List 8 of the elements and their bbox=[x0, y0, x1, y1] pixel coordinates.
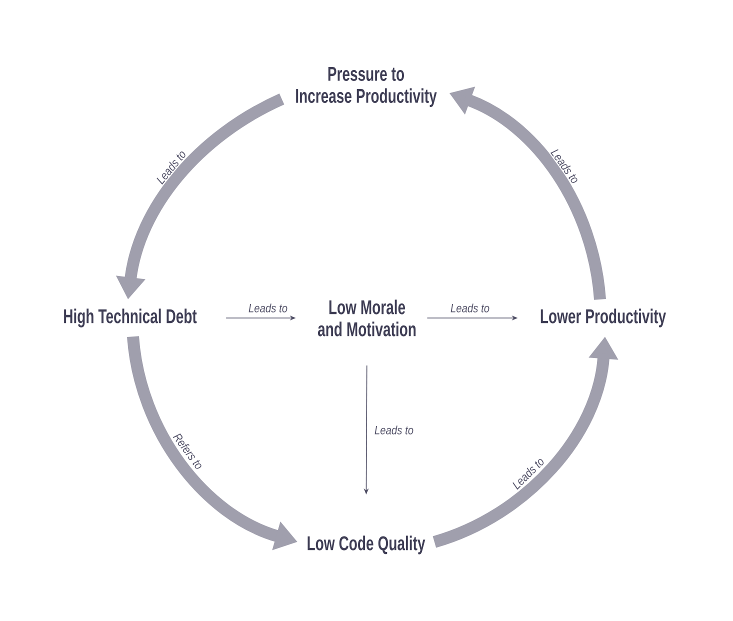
text-label: Low Morale and Motivation bbox=[318, 300, 416, 336]
text-label: High Technical Debt bbox=[64, 308, 197, 328]
edge-label: Leads to bbox=[449, 302, 491, 314]
text-label: Low Code Quality bbox=[308, 536, 426, 554]
edge-label: Leads to bbox=[247, 302, 289, 314]
text-label: Lower Productivity bbox=[540, 308, 666, 328]
edge-label: Leads to bbox=[373, 424, 415, 436]
text-label: Pressure to Increase Productivity bbox=[296, 67, 437, 107]
